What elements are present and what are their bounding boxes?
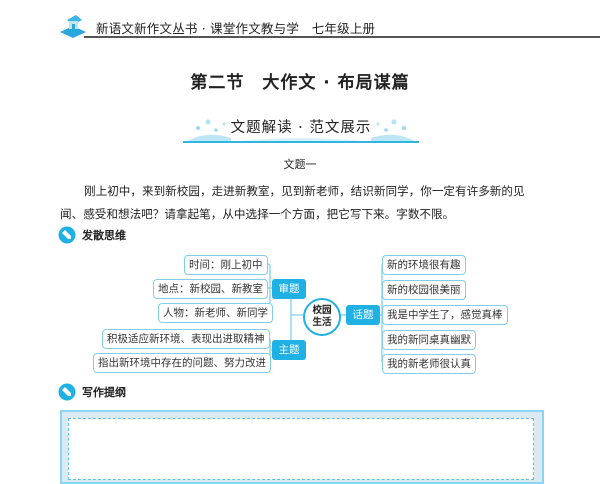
mindmap-tag-huati: 话题 bbox=[346, 305, 380, 325]
mindmap-node-time: 时间：刚上初中 bbox=[184, 255, 268, 275]
divergent-heading: 发散思维 bbox=[58, 226, 126, 244]
banner-heading: 文题解读 · 范文展示 bbox=[230, 120, 372, 136]
center-line-2: 生活 bbox=[312, 317, 332, 328]
mindmap-node-topic-3: 我是中学生了，感觉真棒 bbox=[382, 305, 508, 325]
banner-underline bbox=[183, 141, 419, 143]
mindmap-center-node: 校园 生活 bbox=[303, 298, 341, 336]
prompt-subtitle: 文题一 bbox=[283, 158, 317, 171]
header-divider bbox=[84, 36, 600, 38]
mindmap-node-theme-positive: 积极适应新环境、表现出进取精神 bbox=[102, 329, 270, 349]
mindmap-tag-shenti: 审题 bbox=[272, 279, 306, 299]
outline-heading-label: 写作提纲 bbox=[82, 386, 126, 399]
mindmap-node-place: 地点：新校园、新教室 bbox=[153, 279, 268, 299]
mindmap-node-theme-improve: 指出新环境中存在的问题、努力改进 bbox=[93, 353, 271, 373]
mindmap-node-topic-5: 我的新老师很认真 bbox=[382, 354, 476, 374]
divergent-heading-label: 发散思维 bbox=[82, 229, 126, 242]
center-line-1: 校园 bbox=[312, 305, 332, 316]
outline-heading: 写作提纲 bbox=[58, 383, 126, 401]
mindmap-tag-zhuti: 主题 bbox=[272, 340, 306, 360]
section-title: 第二节 大作文 · 布局谋篇 bbox=[190, 73, 410, 93]
prompt-paragraph: 刚上初中，来到新校园，走进新教室，见到新老师，结识新同学，你一定有许多新的见闻、… bbox=[60, 184, 525, 221]
mindmap-node-topic-1: 新的环境很有趣 bbox=[382, 255, 466, 275]
pencil-icon bbox=[58, 383, 76, 401]
outline-writing-area[interactable] bbox=[68, 418, 534, 480]
mindmap-node-topic-4: 我的新同桌真幽默 bbox=[382, 330, 476, 350]
book-series-title: 新语文新作文丛书 · 课堂作文教与学 七年级上册 bbox=[96, 21, 376, 36]
pencil-icon bbox=[58, 226, 76, 244]
mindmap-node-topic-2: 新的校园很美丽 bbox=[382, 280, 466, 300]
book-house-icon bbox=[60, 15, 86, 38]
mindmap-node-people: 人物：新老师、新同学 bbox=[158, 303, 273, 323]
